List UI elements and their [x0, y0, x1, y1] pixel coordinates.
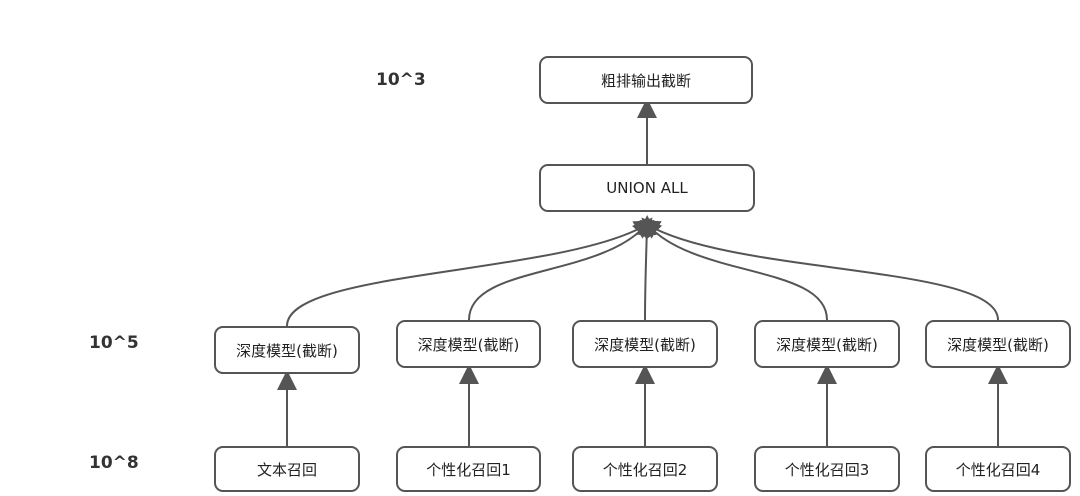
deep-model-node: 深度模型(截断)	[925, 320, 1071, 368]
edge-deep1-to-union	[286, 219, 655, 327]
union-all-node: UNION ALL	[539, 164, 755, 212]
level-label-mid: 10^5	[89, 333, 139, 353]
recall-node: 个性化召回1	[396, 446, 541, 492]
deep-model-node: 深度模型(截断)	[572, 320, 718, 368]
recall-node: 个性化召回4	[925, 446, 1071, 492]
recall-node: 文本召回	[214, 446, 360, 492]
deep-model-node: 深度模型(截断)	[214, 326, 360, 374]
edge-deep4-to-union	[641, 217, 828, 321]
deep-model-node: 深度模型(截断)	[396, 320, 541, 368]
recall-node: 个性化召回3	[754, 446, 900, 492]
edge-deep3-to-union	[636, 215, 657, 321]
edge-deep5-to-union	[639, 220, 999, 321]
level-label-bottom: 10^8	[89, 453, 139, 473]
edge-deep2-to-union	[468, 217, 653, 321]
recall-node: 个性化召回2	[572, 446, 718, 492]
level-label-top: 10^3	[376, 70, 426, 90]
deep-model-node: 深度模型(截断)	[754, 320, 900, 368]
output-truncation-node: 粗排输出截断	[539, 56, 753, 104]
